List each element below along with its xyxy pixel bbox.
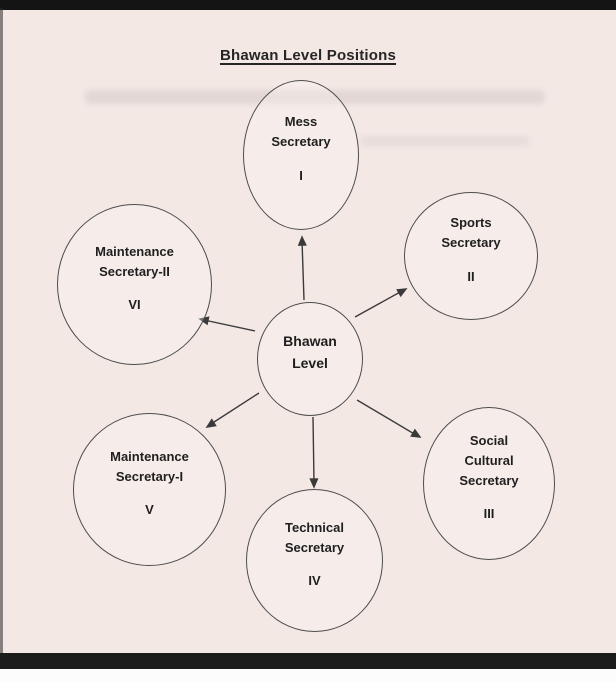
node-numeral: I bbox=[299, 167, 303, 183]
node-sports-secretary-text: Sports Secretary II bbox=[441, 213, 500, 286]
scan-artifact bbox=[360, 136, 530, 146]
node-label-line: Bhawan bbox=[283, 333, 337, 350]
page-title-text: Bhawan Level Positions bbox=[219, 47, 397, 64]
node-maintenance-secretary-2: Maintenance Secretary-II VI bbox=[57, 204, 212, 365]
node-maintenance-secretary-1-text: Maintenance Secretary-I V bbox=[110, 447, 189, 520]
node-sports-secretary: Sports Secretary II bbox=[404, 192, 538, 320]
arrowhead-sports bbox=[396, 288, 408, 298]
node-bhawan-level-center: Bhawan Level bbox=[257, 302, 363, 416]
node-maintenance-secretary-2-text: Maintenance Secretary-II VI bbox=[95, 242, 174, 315]
node-numeral: IV bbox=[308, 573, 321, 589]
node-label-line: Secretary bbox=[459, 473, 519, 488]
node-label-line: Cultural bbox=[464, 452, 514, 468]
node-social-cultural-secretary: Social Cultural Secretary III bbox=[423, 407, 555, 560]
node-numeral: V bbox=[145, 502, 154, 518]
node-technical-secretary: Technical Secretary IV bbox=[246, 489, 383, 632]
arrowhead-social-cultural bbox=[410, 428, 422, 438]
node-label-line: Social bbox=[469, 432, 509, 448]
node-label-line: Secretary bbox=[271, 134, 331, 150]
node-label-line: Maintenance bbox=[110, 448, 189, 464]
arrow-to-social-cultural-secretary bbox=[356, 399, 417, 436]
arrowhead-maintenance-1 bbox=[205, 418, 217, 428]
node-label-line: Secretary-I bbox=[115, 468, 184, 484]
node-technical-secretary-text: Technical Secretary IV bbox=[285, 518, 344, 591]
arrow-to-technical-secretary bbox=[312, 416, 315, 484]
node-label-line: Secretary bbox=[284, 539, 345, 555]
arrowhead-technical bbox=[309, 478, 319, 489]
arrow-to-sports-secretary bbox=[354, 290, 403, 318]
node-label-line: Secretary bbox=[441, 235, 501, 251]
arrow-to-maintenance-secretary-2 bbox=[203, 319, 256, 332]
arrow-to-maintenance-secretary-1 bbox=[210, 392, 260, 425]
scan-edge-bottom bbox=[0, 653, 616, 669]
node-numeral: VI bbox=[128, 297, 141, 313]
node-numeral: II bbox=[467, 268, 475, 284]
node-numeral: III bbox=[483, 506, 495, 522]
node-label-line: Sports bbox=[450, 215, 492, 231]
node-label-line: Secretary-II bbox=[99, 263, 170, 279]
node-label-line: Mess bbox=[284, 114, 318, 130]
node-label-line: Level bbox=[292, 355, 328, 371]
node-label-line: Technical bbox=[284, 519, 344, 535]
node-bhawan-level-text: Bhawan Level bbox=[283, 331, 337, 374]
scan-edge-top bbox=[0, 0, 616, 10]
node-mess-secretary: Mess Secretary I bbox=[243, 80, 359, 230]
node-social-cultural-secretary-text: Social Cultural Secretary III bbox=[459, 431, 518, 525]
node-maintenance-secretary-1: Maintenance Secretary-I V bbox=[73, 413, 226, 566]
scan-edge-left bbox=[0, 8, 3, 656]
scan-bottom-margin bbox=[0, 669, 616, 682]
node-label-line: Maintenance bbox=[95, 243, 174, 259]
node-mess-secretary-text: Mess Secretary I bbox=[271, 112, 330, 185]
arrow-to-mess-secretary bbox=[301, 239, 305, 301]
arrowhead-mess bbox=[297, 235, 307, 246]
page-title: Bhawan Level Positions bbox=[0, 47, 616, 64]
